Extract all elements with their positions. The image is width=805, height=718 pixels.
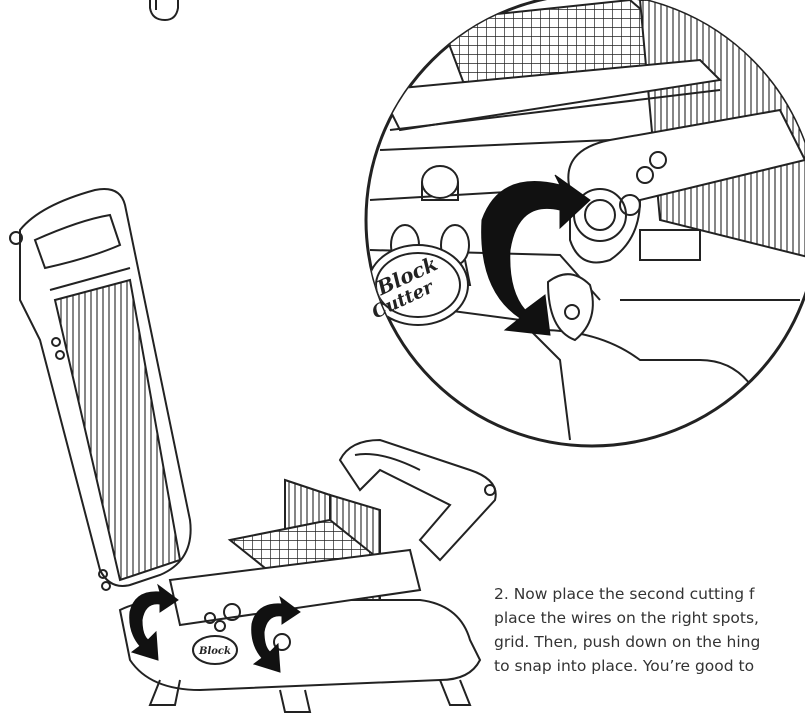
curved-arrow-icon xyxy=(481,174,591,336)
base-logo-badge xyxy=(192,635,238,665)
instruction-line: to snap into place. You’re good to xyxy=(494,657,755,675)
instruction-line: 2. Now place the second cutting f xyxy=(494,585,755,603)
right-lid-frame xyxy=(338,438,497,562)
instruction-text: 2. Now place the second cutting f place … xyxy=(494,582,805,678)
rotate-down-arrow-icon xyxy=(251,595,301,673)
instruction-line: place the wires on the right spots, xyxy=(494,609,759,627)
zoom-detail-circle: Block Cutter xyxy=(364,0,805,448)
zoom-hinge-arm xyxy=(567,108,805,264)
svg-text:Block: Block xyxy=(198,646,231,657)
rotate-down-arrow-icon xyxy=(129,583,179,661)
instruction-line: grid. Then, push down on the hing xyxy=(494,633,761,651)
top-foot-fragment xyxy=(149,0,179,22)
cutter-device: Block xyxy=(9,188,497,713)
zoom-knob xyxy=(421,165,459,199)
base xyxy=(118,599,482,692)
